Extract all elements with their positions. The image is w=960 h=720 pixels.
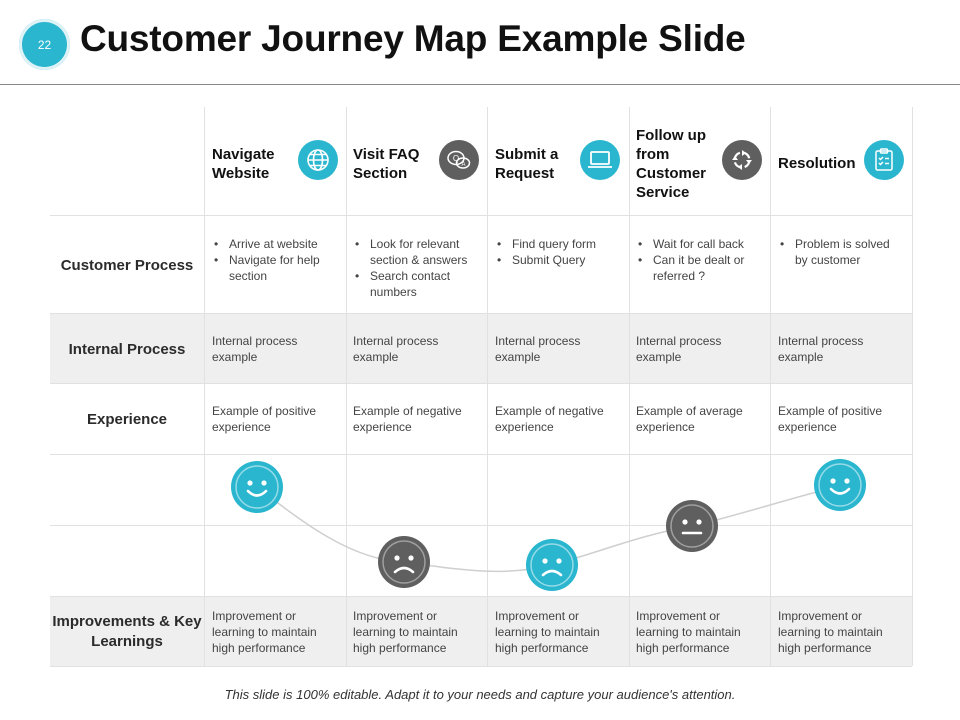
slide-number-badge: 22 bbox=[19, 19, 70, 70]
row-label-improvements: Improvements & Key Learnings bbox=[52, 613, 202, 650]
stage-label-resolution: Resolution bbox=[778, 155, 856, 172]
customer-process-cell: Arrive at websiteNavigate for help secti… bbox=[212, 236, 338, 284]
row-divider bbox=[50, 215, 912, 216]
clipboard-checklist-icon bbox=[864, 140, 904, 180]
customer-process-cell: Find query formSubmit Query bbox=[495, 236, 621, 268]
column-divider bbox=[912, 107, 913, 666]
experience-cell: Example of positive experience bbox=[778, 404, 883, 434]
list-item: Wait for call back bbox=[636, 236, 762, 252]
globe-icon bbox=[298, 140, 338, 180]
improvement-cell: Improvement or learning to maintain high… bbox=[495, 609, 600, 655]
column-divider bbox=[629, 107, 630, 666]
list-item: Search contact numbers bbox=[353, 268, 483, 300]
list-item: Submit Query bbox=[495, 252, 621, 268]
slide-number: 22 bbox=[37, 37, 52, 52]
list-item: Can it be dealt or referred ? bbox=[636, 252, 762, 284]
experience-cell: Example of average experience bbox=[636, 404, 743, 434]
improvement-cell: Improvement or learning to maintain high… bbox=[636, 609, 741, 655]
column-divider bbox=[346, 107, 347, 666]
list-item: Find query form bbox=[495, 236, 621, 252]
row-label-internal-process: Internal Process bbox=[68, 341, 186, 358]
experience-cell: Example of negative experience bbox=[353, 404, 462, 434]
row-divider bbox=[50, 596, 912, 597]
row-label-experience: Experience bbox=[86, 411, 168, 428]
internal-process-row-bg bbox=[50, 313, 912, 383]
svg-text:Q: Q bbox=[453, 154, 459, 163]
happy-face-icon bbox=[230, 460, 284, 514]
sad-face-icon bbox=[377, 535, 431, 589]
page-title: Customer Journey Map Example Slide bbox=[80, 18, 746, 59]
row-label-customer-process: Customer Process bbox=[60, 257, 194, 274]
internal-process-cell: Internal process example bbox=[495, 334, 581, 364]
stage-label-submit-request: Submit a Request bbox=[495, 146, 559, 182]
stage-label-follow-up: Follow up from Customer Service bbox=[636, 127, 707, 201]
improvement-cell: Improvement or learning to maintain high… bbox=[353, 609, 458, 655]
sad-face-icon bbox=[525, 538, 579, 592]
row-divider bbox=[50, 454, 912, 455]
experience-cell: Example of negative experience bbox=[495, 404, 604, 434]
improvement-cell: Improvement or learning to maintain high… bbox=[212, 609, 317, 655]
row-divider bbox=[50, 313, 912, 314]
internal-process-cell: Internal process example bbox=[636, 334, 722, 364]
improvement-cell: Improvement or learning to maintain high… bbox=[778, 609, 883, 655]
refresh-cycle-icon bbox=[722, 140, 762, 180]
internal-process-cell: Internal process example bbox=[778, 334, 864, 364]
row-divider bbox=[50, 383, 912, 384]
list-item: Look for relevant section & answers bbox=[353, 236, 483, 268]
footer-note: This slide is 100% editable. Adapt it to… bbox=[224, 687, 736, 702]
row-divider bbox=[50, 525, 912, 526]
list-item: Problem is solved by customer bbox=[778, 236, 904, 268]
stage-label-navigate-website: Navigate Website bbox=[212, 146, 275, 182]
list-item: Arrive at website bbox=[212, 236, 338, 252]
laptop-icon bbox=[580, 140, 620, 180]
happy-face-icon bbox=[813, 458, 867, 512]
column-divider bbox=[487, 107, 488, 666]
neutral-face-icon bbox=[665, 499, 719, 553]
improvements-row-bg bbox=[50, 596, 912, 666]
column-divider bbox=[204, 107, 205, 666]
list-item: Navigate for help section bbox=[212, 252, 338, 284]
experience-cell: Example of positive experience bbox=[212, 404, 317, 434]
stage-label-visit-faq: Visit FAQ Section bbox=[353, 146, 420, 182]
header-divider bbox=[0, 84, 960, 85]
customer-process-cell: Look for relevant section & answersSearc… bbox=[353, 236, 483, 300]
internal-process-cell: Internal process example bbox=[353, 334, 439, 364]
internal-process-cell: Internal process example bbox=[212, 334, 298, 364]
customer-process-cell: Problem is solved by customer bbox=[778, 236, 904, 268]
customer-process-cell: Wait for call backCan it be dealt or ref… bbox=[636, 236, 762, 284]
svg-text:A: A bbox=[461, 162, 465, 168]
column-divider bbox=[770, 107, 771, 666]
row-divider bbox=[50, 666, 912, 667]
